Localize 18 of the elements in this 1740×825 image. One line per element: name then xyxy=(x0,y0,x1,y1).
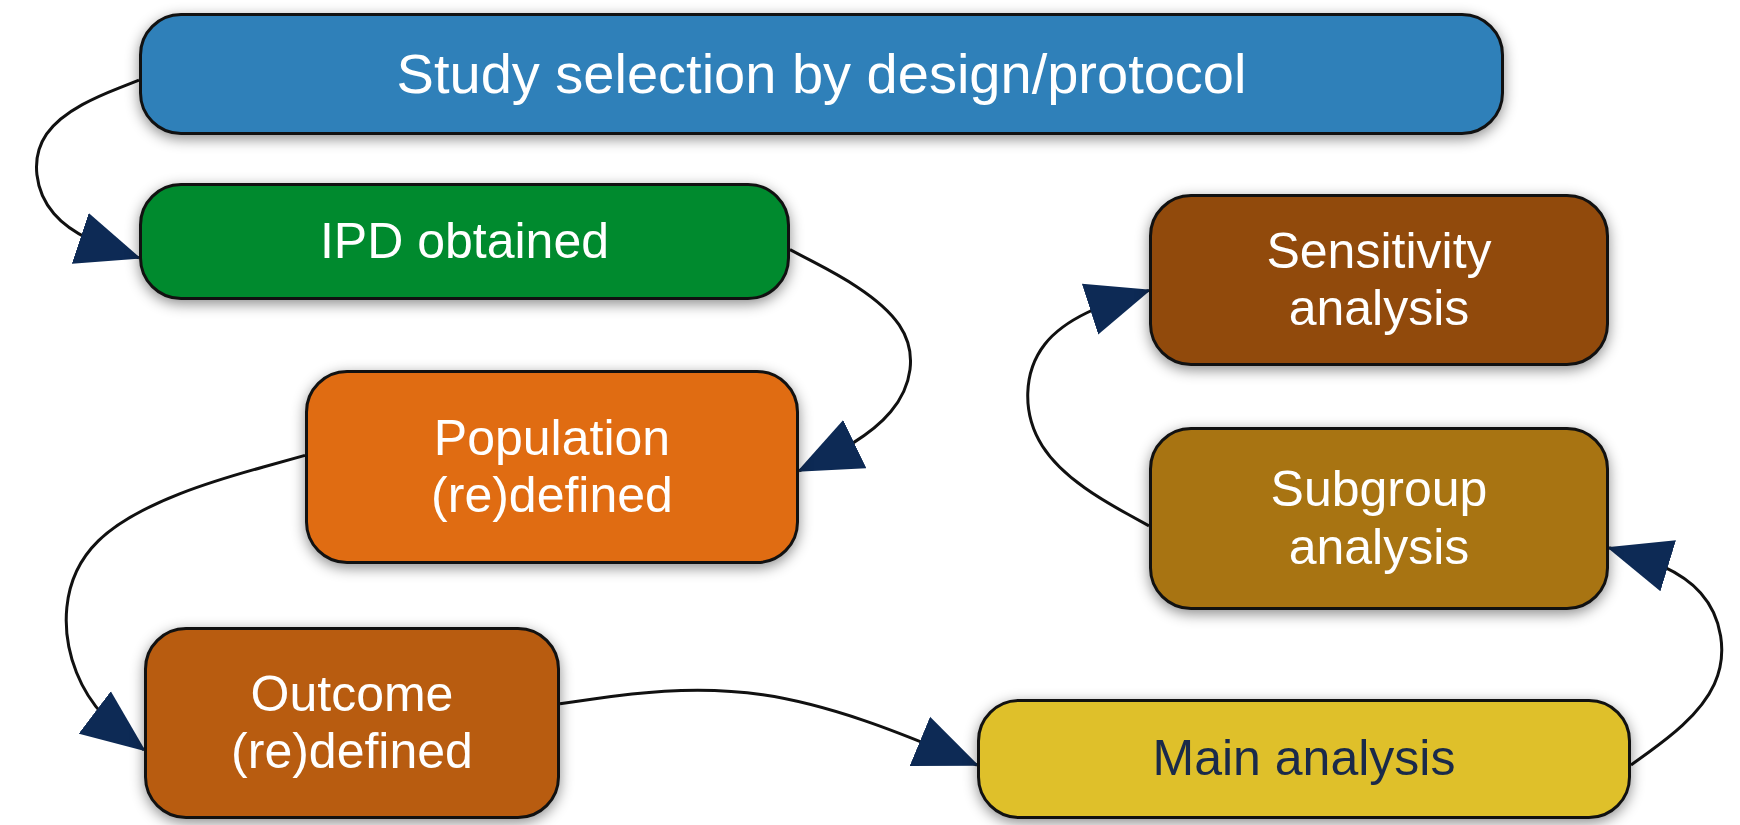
box-label: Main analysis xyxy=(1151,730,1457,788)
box-label: Population (re)defined xyxy=(430,409,674,525)
process-box xyxy=(1149,194,1609,366)
arrow xyxy=(559,688,979,767)
process-box xyxy=(144,627,560,819)
process-box xyxy=(1149,427,1609,610)
arrow xyxy=(35,78,141,264)
box-label: IPD obtained xyxy=(318,212,611,271)
box-label: Study selection by design/protocol xyxy=(395,41,1248,107)
box-label: Subgroup analysis xyxy=(1269,461,1489,576)
arrow xyxy=(789,248,912,473)
process-box xyxy=(305,370,799,564)
process-box xyxy=(977,699,1631,819)
box-label: Sensitivity analysis xyxy=(1265,222,1493,338)
process-box xyxy=(139,183,790,300)
arrow xyxy=(64,453,306,752)
process-box xyxy=(139,13,1504,135)
box-label: Outcome (re)defined xyxy=(230,665,474,781)
